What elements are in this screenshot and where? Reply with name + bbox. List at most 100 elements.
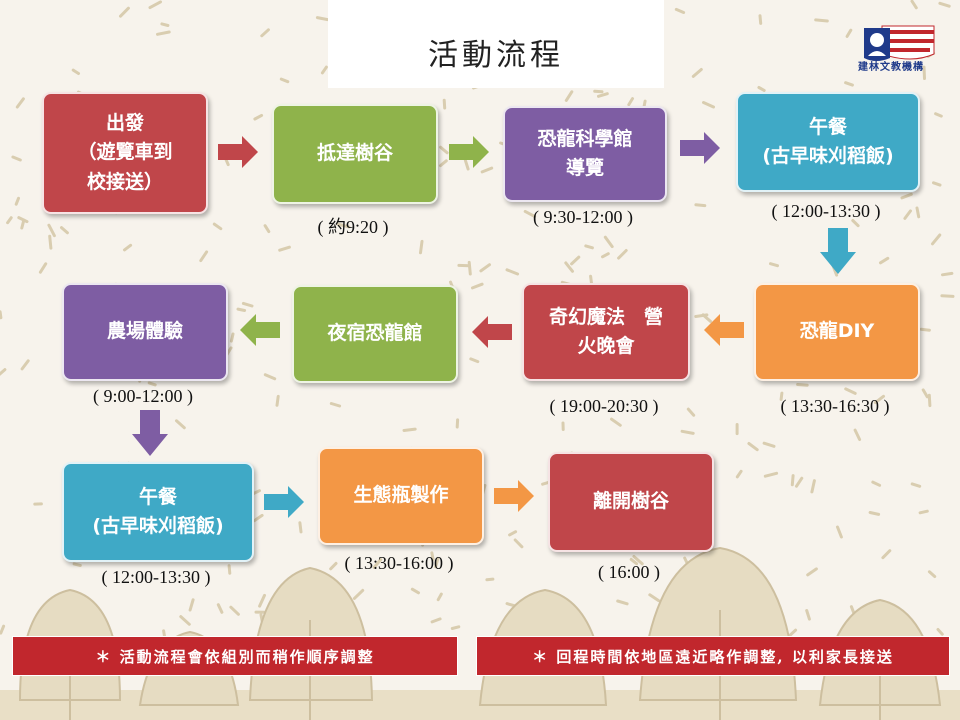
background-dash	[278, 245, 291, 252]
step-time: ( 12:00-13:30 )	[771, 201, 881, 221]
background-dash	[788, 628, 798, 637]
step-text-line: (古早味刈稻飯)	[92, 515, 224, 537]
background-dash	[844, 81, 854, 87]
background-dash	[853, 428, 862, 441]
background-dash	[932, 181, 942, 187]
background-dash	[71, 68, 80, 75]
background-dash	[47, 223, 56, 238]
background-dash	[936, 628, 944, 636]
background-dash	[60, 226, 69, 235]
background-dash	[14, 196, 20, 206]
background-dash	[227, 564, 232, 575]
background-dash	[410, 587, 420, 595]
background-dash	[320, 65, 328, 75]
background-dash	[915, 206, 921, 219]
step-text-line: 校接送）	[86, 170, 163, 193]
background-dash	[616, 599, 629, 606]
background-dash	[597, 92, 609, 98]
background-dash	[442, 98, 447, 110]
background-dash	[336, 222, 351, 229]
background-dash	[918, 509, 929, 515]
step-time: ( 13:30-16:00 )	[344, 553, 454, 573]
background-dash	[927, 393, 932, 408]
background-dash	[910, 482, 922, 488]
step-text-line: 午餐	[138, 485, 177, 508]
background-dash	[873, 394, 885, 405]
background-dash	[156, 30, 171, 36]
background-dash	[72, 562, 82, 567]
org-name: 建林文教機構	[858, 62, 924, 73]
background-dash	[263, 224, 271, 234]
background-dash	[179, 615, 191, 626]
background-dash	[702, 101, 715, 109]
step-text-line: 生態瓶製作	[353, 484, 449, 507]
title-panel	[328, 0, 664, 88]
step-text-line: 恐龍DIY	[799, 320, 875, 343]
background-dash	[610, 417, 622, 427]
note-return-time: ＊ 回程時間依地區遠近略作調整, 以利家長接送	[476, 636, 950, 676]
background-dash	[258, 593, 266, 608]
step-text-line: 恐龍科學館	[537, 127, 633, 150]
background-dash	[762, 441, 776, 448]
arrow-right-icon	[449, 136, 489, 168]
background-dash	[434, 556, 440, 569]
background-dash	[439, 145, 449, 155]
background-dash	[260, 28, 270, 38]
step-eco-bottle: 生態瓶製作	[318, 447, 484, 545]
arrow-left-icon	[472, 316, 512, 348]
background-dash	[17, 216, 29, 224]
background-dash	[806, 567, 818, 577]
page-title: 活動流程	[428, 38, 564, 73]
background-dash	[757, 86, 766, 92]
background-dash	[508, 530, 518, 537]
background-dash	[419, 239, 424, 255]
background-dash	[779, 391, 784, 401]
step-text-line: （遊覽車到	[77, 141, 173, 164]
background-dash	[212, 222, 223, 231]
background-dash	[879, 256, 890, 265]
step-lunch-day2: 午餐 (古早味刈稻飯)	[62, 462, 254, 562]
background-dash	[372, 558, 383, 569]
background-dash	[790, 474, 795, 487]
background-dash	[175, 419, 186, 430]
step-text-line: 離開樹谷	[592, 490, 669, 513]
step-text-line: (古早味刈稻飯)	[762, 145, 894, 167]
background-dash	[845, 28, 853, 38]
step-lunch-day1: 午餐 (古早味刈稻飯)	[736, 92, 920, 192]
background-dash	[471, 282, 484, 290]
step-magic-campfire: 奇幻魔法 營 火晚會	[522, 283, 690, 381]
step-dinosaur-diy: 恐龍DIY	[754, 283, 920, 381]
background-dash	[795, 476, 804, 488]
background-dash	[881, 549, 892, 560]
background-dash	[629, 557, 639, 566]
step-leave-tree-valley: 離開樹谷	[548, 452, 714, 552]
background-dash	[252, 513, 264, 523]
step-text-line: 夜宿恐龍館	[327, 322, 423, 345]
background-dash	[20, 359, 30, 371]
background-dash	[810, 479, 816, 494]
background-dash	[0, 310, 3, 320]
background-dash	[402, 427, 417, 432]
background-dash	[329, 561, 338, 571]
background-dash	[836, 525, 843, 539]
background-dash	[430, 617, 442, 624]
background-dash	[216, 603, 224, 614]
background-dash	[469, 357, 480, 364]
background-dash	[814, 18, 829, 23]
org-logo-icon	[864, 25, 935, 61]
arrow-right-icon	[680, 132, 720, 164]
background-dash	[844, 387, 857, 395]
step-text-line: 午餐	[808, 115, 847, 138]
step-time: ( 12:00-13:30 )	[101, 567, 211, 587]
background-dash	[0, 624, 6, 635]
background-dash	[6, 216, 13, 225]
background-dash	[147, 381, 157, 387]
background-dash	[0, 368, 7, 376]
background-dash	[485, 577, 495, 582]
background-dash	[570, 255, 581, 266]
background-dash	[627, 97, 634, 107]
background-dash	[479, 263, 491, 273]
background-dash	[329, 402, 342, 408]
background-dash	[805, 609, 811, 621]
